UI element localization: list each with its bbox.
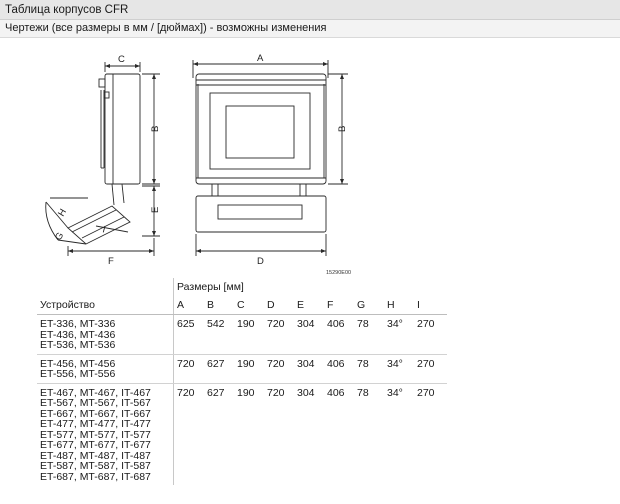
column-header-d: D [267, 296, 297, 315]
cell-i: 270 [417, 354, 447, 384]
column-header-g: G [357, 296, 387, 315]
device-list: ET-336, MT-336 ET-436, MT-436 ET-536, MT… [37, 314, 174, 355]
cell-i: 270 [417, 386, 435, 399]
cell-b: 627 [207, 354, 237, 384]
cell-c: 190 [237, 314, 267, 355]
cell-g: 78 [357, 314, 387, 355]
dimensions-caption: Размеры [мм] [173, 278, 447, 296]
device-column-header: Устройство [37, 296, 174, 315]
cell-e: 304 [297, 314, 327, 355]
dim-label-b-front: B [337, 126, 348, 132]
cell-f: 406 [327, 386, 345, 399]
dim-label-i: I [101, 224, 106, 235]
cell-f: 406 [327, 354, 357, 384]
cell-g: 78 [357, 354, 387, 384]
section-subtitle: Чертежи (все размеры в мм / [дюймах]) - … [0, 20, 620, 38]
drawing-code: 15290E00 [326, 270, 351, 276]
column-header-i: I [417, 296, 447, 315]
column-header-a: A [173, 296, 207, 315]
cell-i: 270 [417, 314, 447, 355]
cell-a: 625 [173, 314, 207, 355]
cell-f: 406 [327, 314, 357, 355]
device-list: ET-456, MT-456 ET-556, MT-556 [37, 354, 174, 384]
cell-h: 34° [387, 386, 403, 399]
column-header-c: C [237, 296, 267, 315]
cell-e: 304 [297, 386, 315, 399]
cell-h: 34° [387, 354, 417, 384]
dim-label-c: C [118, 54, 125, 65]
table-row: ET-336, MT-336 ET-436, MT-436 ET-536, MT… [37, 314, 447, 355]
cell-d: 720 [267, 314, 297, 355]
dim-label-g: G [53, 231, 66, 243]
cell-h: 34° [387, 314, 417, 355]
cell-a: 720 [173, 383, 207, 485]
dim-label-b-side: B [150, 126, 161, 132]
cell-g: 78 [357, 386, 369, 399]
device-list: ET-467, MT-467, IT-467 ET-567, MT-567, I… [40, 386, 151, 483]
table-row: ET-467, MT-467, IT-467 ET-567, MT-567, I… [37, 383, 447, 485]
cell-c: 190 [237, 386, 255, 399]
dimensions-table: Размеры [мм] Устройство A B C D E F G H … [37, 278, 447, 485]
dim-label-a: A [257, 53, 264, 64]
cell-b: 542 [207, 314, 237, 355]
column-header-h: H [387, 296, 417, 315]
column-header-f: F [327, 296, 357, 315]
cell-d: 720 [267, 354, 297, 384]
cell-c: 190 [237, 354, 267, 384]
dim-label-f: F [108, 256, 114, 267]
cell-b: 627 [207, 386, 225, 399]
dim-label-h: H [56, 207, 69, 219]
table-row: ET-456, MT-456 ET-556, MT-556 720 627 19… [37, 354, 447, 384]
cell-e: 304 [297, 354, 327, 384]
enclosure-drawing: C B E F H G I A B D 15290E00 [45, 53, 351, 276]
cell-a: 720 [173, 354, 207, 384]
cell-d: 720 [267, 386, 285, 399]
section-title: Таблица корпусов CFR [0, 0, 620, 20]
column-header-e: E [297, 296, 327, 315]
dim-label-d: D [257, 256, 264, 267]
dim-label-e: E [150, 207, 161, 213]
column-header-b: B [207, 296, 237, 315]
